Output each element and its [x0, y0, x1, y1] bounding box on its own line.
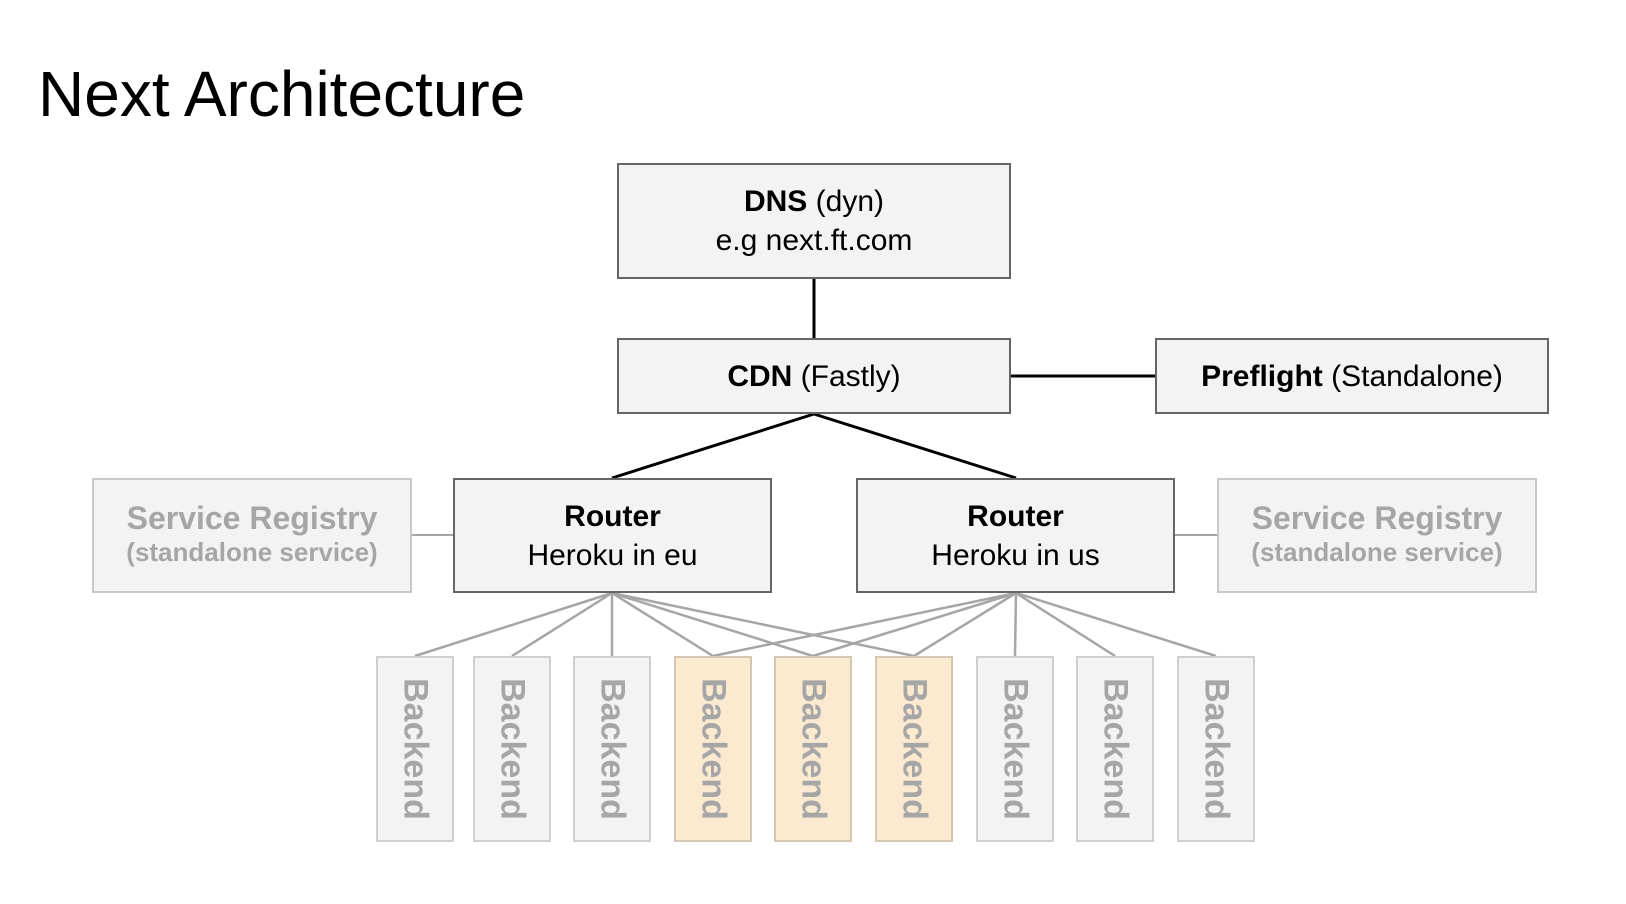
dns-box: DNS (dyn) e.g next.ft.com — [617, 163, 1011, 279]
backend-box-8: Backend — [1076, 656, 1154, 842]
backend-label: Backend — [694, 678, 733, 820]
registry-name: Service Registry — [126, 500, 378, 536]
router-us-backend-links — [712, 591, 1217, 658]
router-location: Heroku in us — [931, 538, 1100, 572]
dns-example: e.g next.ft.com — [715, 224, 913, 257]
backend-label: Backend — [593, 678, 632, 820]
backend-label: Backend — [1197, 678, 1236, 820]
router-name: Router — [967, 499, 1064, 533]
backend-box-9: Backend — [1177, 656, 1255, 842]
preflight-name: Preflight — [1201, 359, 1323, 393]
backend-label: Backend — [1096, 678, 1135, 820]
cdn-detail: (Fastly) — [800, 359, 901, 393]
backend-label: Backend — [396, 678, 435, 820]
backend-box-5: Backend — [774, 656, 852, 842]
preflight-box: Preflight (Standalone) — [1155, 338, 1549, 414]
preflight-detail: (Standalone) — [1331, 359, 1503, 393]
backend-box-3: Backend — [573, 656, 651, 842]
backend-label: Backend — [895, 678, 934, 820]
backend-label: Backend — [493, 678, 532, 820]
registry-detail: (standalone service) — [126, 537, 378, 568]
backend-box-1: Backend — [376, 656, 454, 842]
backend-box-6: Backend — [875, 656, 953, 842]
router-us-box: Router Heroku in us — [856, 478, 1175, 593]
page-title: Next Architecture — [38, 58, 526, 130]
router-eu-box: Router Heroku in eu — [453, 478, 772, 593]
service-registry-eu: Service Registry (standalone service) — [92, 478, 412, 593]
connector-cdn-router-us — [813, 412, 1017, 480]
registry-detail: (standalone service) — [1251, 537, 1503, 568]
router-location: Heroku in eu — [527, 538, 698, 572]
registry-name: Service Registry — [1251, 500, 1503, 536]
router-eu-backend-links — [414, 591, 915, 658]
backend-label: Backend — [794, 678, 833, 820]
service-registry-us: Service Registry (standalone service) — [1217, 478, 1537, 593]
backend-box-2: Backend — [473, 656, 551, 842]
dns-detail: (dyn) — [815, 185, 885, 218]
dns-name: DNS — [743, 185, 808, 218]
cdn-box: CDN (Fastly) — [617, 338, 1011, 414]
backend-box-7: Backend — [976, 656, 1054, 842]
connector-cdn-router-eu — [611, 412, 815, 480]
backend-box-4: Backend — [674, 656, 752, 842]
backend-label: Backend — [996, 678, 1035, 820]
router-name: Router — [564, 499, 661, 533]
cdn-name: CDN — [727, 359, 793, 393]
